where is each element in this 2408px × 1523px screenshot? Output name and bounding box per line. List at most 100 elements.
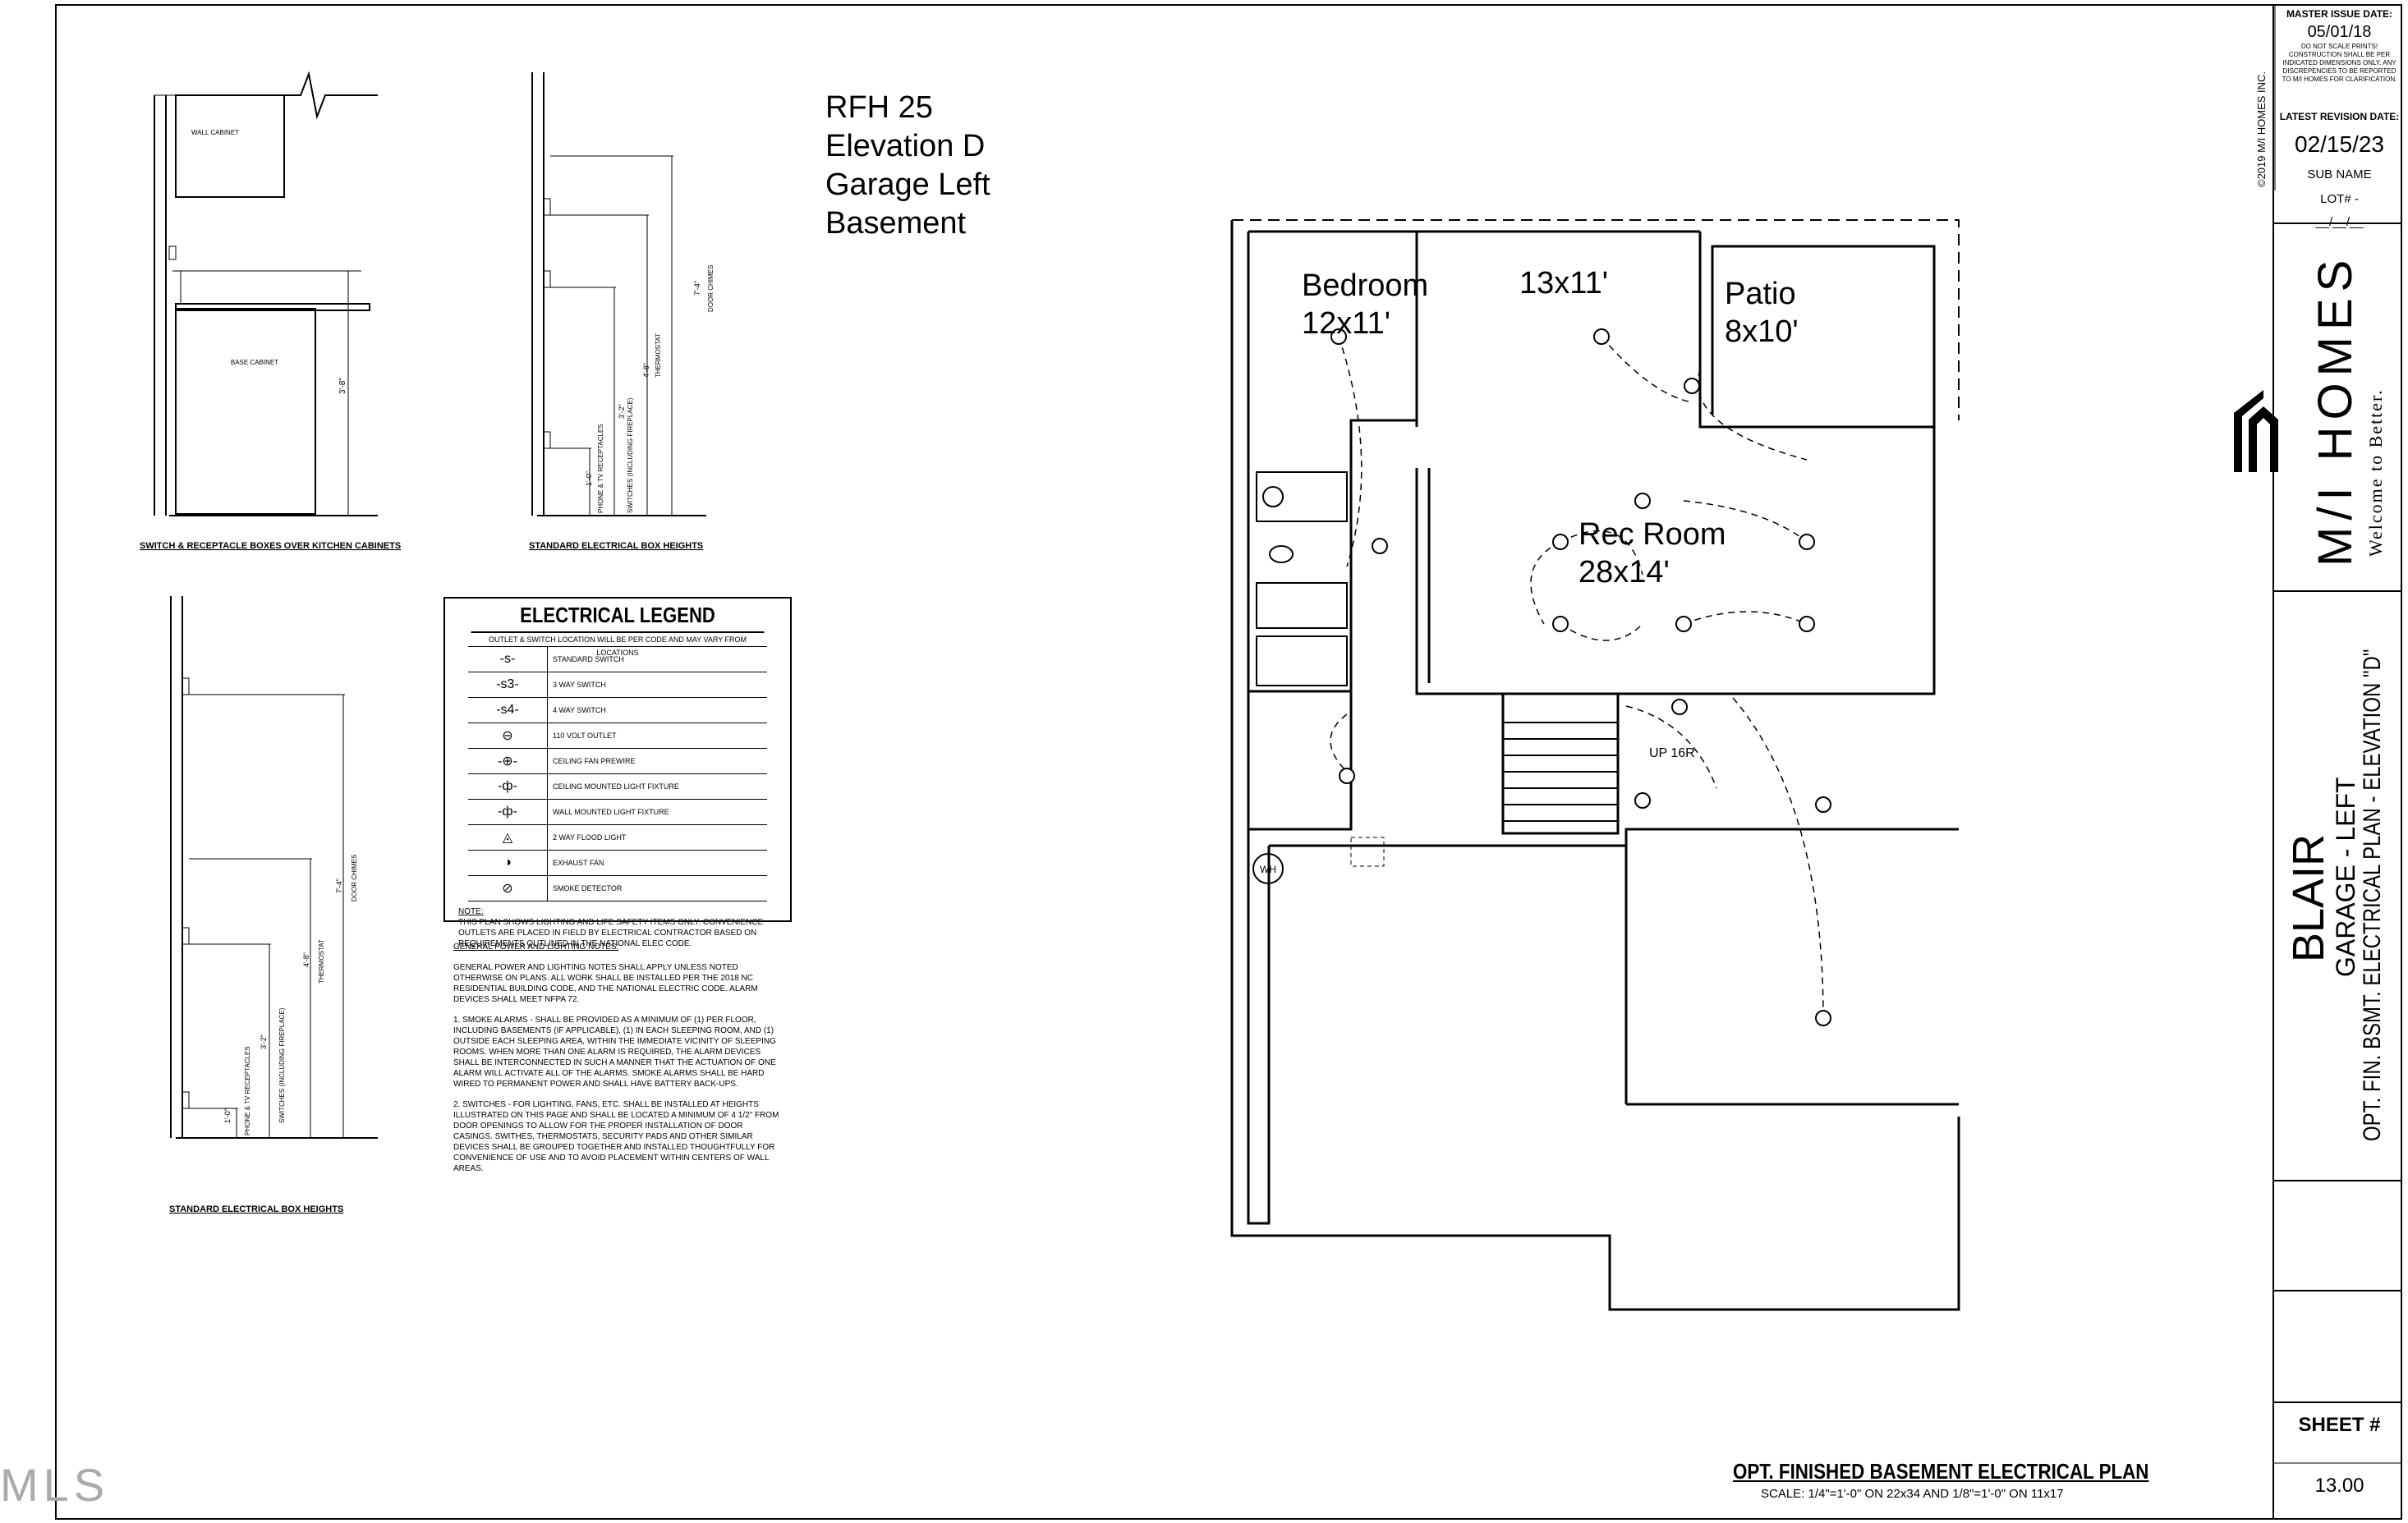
sheet-label: SHEET # [2298, 1414, 2381, 1436]
dim-4-8-top: 4'-8" [642, 363, 650, 378]
room-size: 12x11' [1302, 306, 1390, 341]
legend-note-head: NOTE: [458, 907, 484, 916]
dim-3-2-top: 3'-2" [618, 404, 626, 419]
legend-label: 3 way switch [553, 681, 606, 689]
electrical-legend: ELECTRICAL LEGEND OUTLET & SWITCH LOCATI… [443, 597, 792, 948]
legend-label: 2 way flood light [553, 833, 627, 842]
legend-row: -⊕- Ceiling fan prewire [468, 749, 767, 774]
door-chimes-top: DOOR CHIMES [707, 265, 715, 312]
legend-row: ⊖ 110 volt outlet [468, 723, 767, 749]
project-line-4: Basement [825, 206, 967, 241]
legend-symbol-icon: -ф- [468, 800, 548, 824]
dim-7-4-top: 7'-4" [693, 281, 701, 296]
notes-paragraph-2: 1. SMOKE ALARMS - SHALL BE PROVIDED AS A… [453, 1016, 776, 1089]
phone-tv-top: PHONE & TV RECEPTACLES [597, 424, 604, 513]
room-patio: Patio 8x10' [1725, 275, 1799, 351]
door-chimes-bottom: DOOR CHIMES [351, 855, 358, 901]
legend-row: ⊘ Smoke detector [468, 876, 767, 901]
sheet-number: 13.00 [2314, 1475, 2364, 1497]
legend-label: Ceiling mounted light fixture [553, 782, 679, 791]
brand-name: M/I HOMES [2309, 253, 2362, 567]
legend-symbol-icon: -s- [468, 647, 548, 672]
project-line-2: Elevation D [825, 129, 986, 163]
legend-row: -ф- Ceiling mounted light fixture [468, 774, 767, 800]
legend-label: Wall mounted light fixture [553, 808, 669, 816]
project-title: RFH 25 Elevation D Garage Left Basement [825, 89, 990, 243]
date-blank: __/__/__ [2315, 215, 2364, 229]
legend-label: 110 volt outlet [553, 732, 617, 740]
thermostat-bottom: THERMOSTAT [318, 939, 325, 984]
legend-symbol-icon: ⊘ [468, 876, 548, 901]
phone-tv-bottom: PHONE & TV RECEPTACLES [244, 1046, 251, 1135]
master-issue-date: 05/01/18 [2307, 23, 2372, 41]
thermostat-top: THERMOSTAT [655, 333, 662, 378]
std-box-heights-detail-top: 1'-0" PHONE & TV RECEPTACLES 3'-2" SWITC… [529, 72, 715, 551]
notes-paragraph-1: GENERAL POWER AND LIGHTING NOTES SHALL A… [453, 963, 758, 1004]
room-rec-room: Rec Room 28x14' [1579, 516, 1726, 591]
revision-date: 02/15/23 [2295, 131, 2384, 157]
legend-label: Exhaust fan [553, 859, 604, 867]
dim-3-8: 3'-8" [338, 378, 347, 394]
legend-row: -s- Standard switch [468, 647, 767, 672]
legend-symbol-icon: -⊕- [468, 749, 548, 773]
plan-scale: SCALE: 1/4"=1'-0" ON 22x34 AND 1/8"=1'-0… [1761, 1487, 2064, 1501]
mls-watermark: MLS [0, 1459, 110, 1511]
legend-label: Smoke detector [553, 884, 623, 892]
legend-symbol-icon: -s3- [468, 672, 548, 697]
dim-1-0-bottom: 1'-0" [223, 1108, 232, 1123]
plan-subtitle: GARAGE - LEFT [2331, 777, 2360, 977]
legend-subtitle: OUTLET & SWITCH LOCATION WILL BE PER COD… [468, 633, 767, 657]
general-notes: GENERAL POWER AND LIGHTING NOTES: GENERA… [453, 942, 782, 1184]
disclaimer: DO NOT SCALE PRINTS! CONSTRUCTION SHALL … [2282, 43, 2397, 83]
legend-symbol-icon: ⊖ [468, 723, 548, 748]
legend-row: -s3- 3 way switch [468, 672, 767, 698]
base-cabinet-label: BASE CABINET [231, 359, 278, 366]
legend-label: Ceiling fan prewire [553, 757, 636, 765]
revision-label: LATEST REVISION DATE: [2279, 111, 2400, 122]
kitchen-caption: SWITCH & RECEPTACLE BOXES OVER KITCHEN C… [140, 541, 401, 551]
mi-homes-logo-icon [2234, 390, 2278, 472]
room-bedroom: Bedroom 12x11' [1302, 267, 1428, 342]
project-line-1: RFH 25 [825, 90, 933, 125]
legend-symbol-icon: -s4- [468, 698, 548, 723]
room-13x11: 13x11' [1519, 264, 1608, 302]
dim-3-2-bottom: 3'-2" [260, 1034, 268, 1049]
stair-label: UP 16R [1649, 746, 1695, 760]
switches-top: SWITCHES (INCLUDING FIREPLACE) [627, 397, 634, 513]
legend-row: ◬2 way flood light [468, 825, 767, 851]
std-caption-top: STANDARD ELECTRICAL BOX HEIGHTS [529, 541, 703, 551]
water-heater-label: WH [1260, 864, 1276, 875]
legend-rows: -s- Standard switch -s3- 3 way switch -s4-4 … [445, 647, 790, 901]
room-size: 28x14' [1579, 555, 1670, 589]
lot-number: LOT# - [2320, 192, 2359, 206]
brand-tagline: Welcome to Better. [2365, 388, 2386, 557]
legend-row: ◑ Exhaust fan [468, 851, 767, 876]
room-size: 13x11' [1519, 266, 1608, 300]
legend-note: NOTE: THIS PLAN SHOWS LIGHTING AND LIFE … [445, 901, 790, 954]
room-name: Bedroom [1302, 268, 1429, 303]
dim-7-4-bottom: 7'-4" [335, 878, 343, 893]
legend-symbol-icon: ◑ [468, 851, 548, 875]
dim-1-0-top: 1'-0" [585, 471, 593, 486]
plan-description: OPT. FIN. BSMT. ELECTRICAL PLAN - ELEVAT… [2359, 649, 2386, 1141]
copyright: ©2019 M/I HOMES INC. [2255, 71, 2268, 187]
plan-title: OPT. FINISHED BASEMENT ELECTRICAL PLAN [1733, 1459, 2149, 1484]
legend-note-text: THIS PLAN SHOWS LIGHTING AND LIFE SAFETY… [458, 918, 764, 948]
legend-symbol-icon: -ф- [468, 774, 548, 799]
switches-bottom: SWITCHES (INCLUDING FIREPLACE) [278, 1007, 286, 1123]
legend-row: -s4-4 way switch [468, 698, 767, 723]
floor-plan: WH UP 16R [1230, 219, 1960, 1311]
legend-row: -ф- Wall mounted light fixture [468, 800, 767, 825]
notes-paragraph-3: 2. SWITCHES - FOR LIGHTING, FANS, ETC. S… [453, 1100, 779, 1173]
plan-name: BLAIR [2284, 833, 2333, 962]
room-name: Rec Room [1579, 517, 1726, 552]
notes-heading: GENERAL POWER AND LIGHTING NOTES: [453, 943, 619, 952]
dim-4-8-bottom: 4'-8" [302, 952, 310, 967]
master-issue-label: MASTER ISSUE DATE: [2286, 8, 2393, 20]
std-box-heights-detail-bottom: 1'-0" PHONE & TV RECEPTACLES 3'-2" SWITC… [169, 596, 378, 1214]
sub-name: SUB NAME [2307, 167, 2372, 181]
wall-cabinet-label: WALL CABINET [191, 129, 239, 136]
legend-label: Standard switch [553, 655, 624, 663]
legend-title: ELECTRICAL LEGEND [471, 599, 765, 633]
